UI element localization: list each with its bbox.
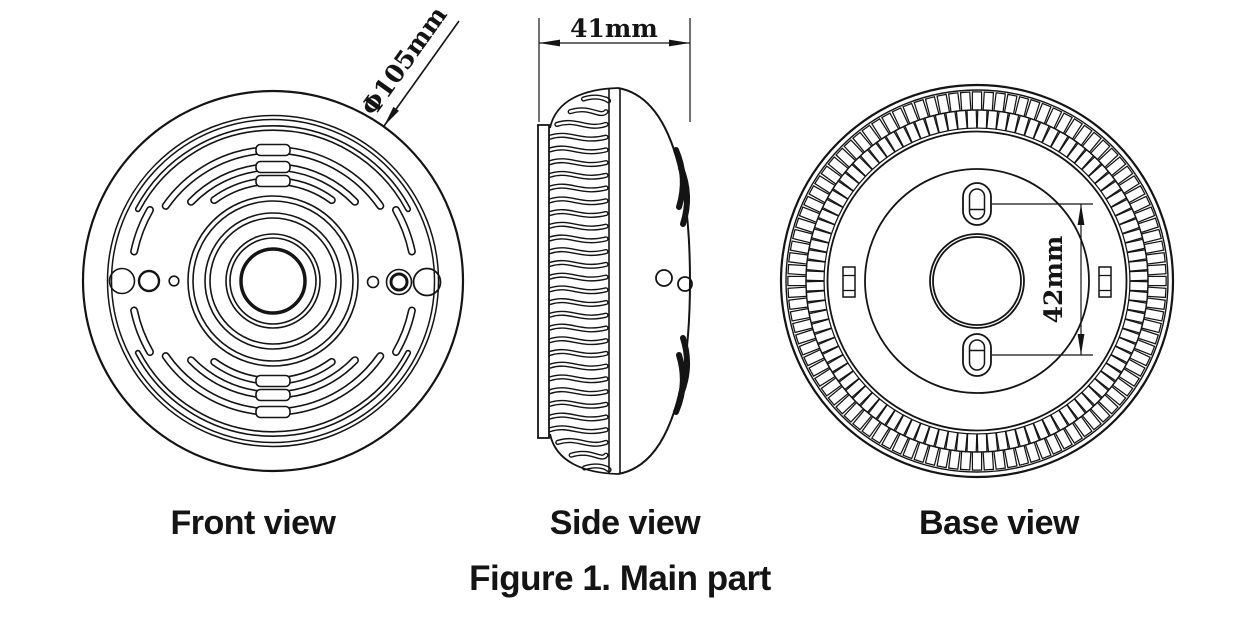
base-view-label: Base view xyxy=(919,504,1080,542)
base-view-drawing xyxy=(779,83,1175,479)
side-view-drawing xyxy=(537,18,693,475)
dim-front-diameter: Φ105mm xyxy=(355,1,452,121)
dim-base-hole-spacing: 42mm xyxy=(1039,236,1068,324)
side-view-label: Side view xyxy=(550,504,702,542)
front-view-drawing xyxy=(81,20,465,473)
figure-caption: Figure 1. Main part xyxy=(469,559,771,598)
front-view-label: Front view xyxy=(170,504,336,542)
dim-side-width: 41mm xyxy=(570,14,658,43)
